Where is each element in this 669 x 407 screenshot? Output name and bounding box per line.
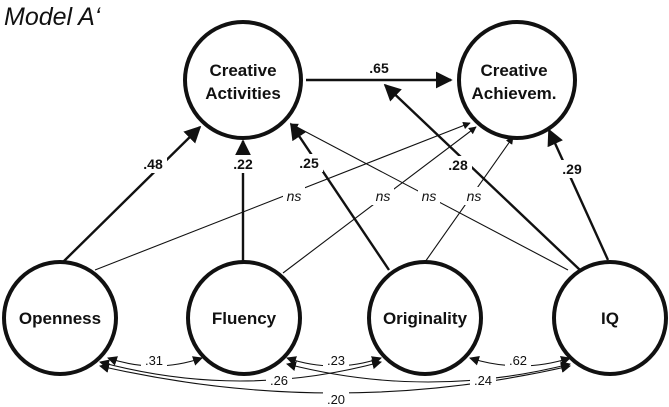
node-creative-achievement-line1: Creative [480,61,547,80]
coef-fluency-to-activities: .22 [233,156,253,172]
model-title: Model A‘ [4,3,101,31]
path-openness-to-achievement [94,121,471,271]
path-iq-to-achievement [547,128,610,261]
coef-openness-to-activities: .48 [143,156,163,172]
node-openness: Openness [2,260,118,376]
corr-label-fluency-originality: .23 [327,353,345,368]
node-fluency-label: Fluency [212,309,277,328]
node-iq: IQ [552,260,668,376]
coef-fluency-to-achievement: ns [376,188,391,204]
node-creative-activities: Creative Activities [183,20,303,140]
node-openness-label: Openness [19,309,101,328]
corr-label-openness-fluency: .31 [145,353,163,368]
corr-label-openness-originality: .26 [270,373,288,388]
path-originality-to-activities [290,122,390,271]
corr-label-fluency-iq: .24 [474,373,492,388]
coef-openness-to-achievement: ns [287,188,302,204]
node-iq-label: IQ [601,309,619,328]
node-creative-achievement-line2: Achievem. [471,84,556,103]
coef-activities-to-achievement: .65 [369,60,389,76]
corr-openness-iq [99,363,571,394]
path-openness-to-activities [62,125,202,263]
corr-label-originality-iq: .62 [509,353,527,368]
node-originality-label: Originality [383,309,468,328]
node-originality: Originality [367,260,483,376]
coef-iq-to-activities: ns [422,188,437,204]
coef-iq-cross-to-achievement: .28 [448,157,468,173]
corr-label-openness-iq: .20 [327,392,345,407]
coef-originality-to-achievement: ns [467,188,482,204]
node-creative-activities-line1: Creative [209,61,276,80]
node-creative-activities-line2: Activities [205,84,281,103]
node-fluency: Fluency [186,260,302,376]
coef-iq-to-achievement: .29 [562,161,582,177]
path-iq-cross-to-achievement [383,83,581,271]
coef-originality-to-activities: .25 [299,155,319,171]
node-creative-achievement: Creative Achievem. [457,20,577,140]
